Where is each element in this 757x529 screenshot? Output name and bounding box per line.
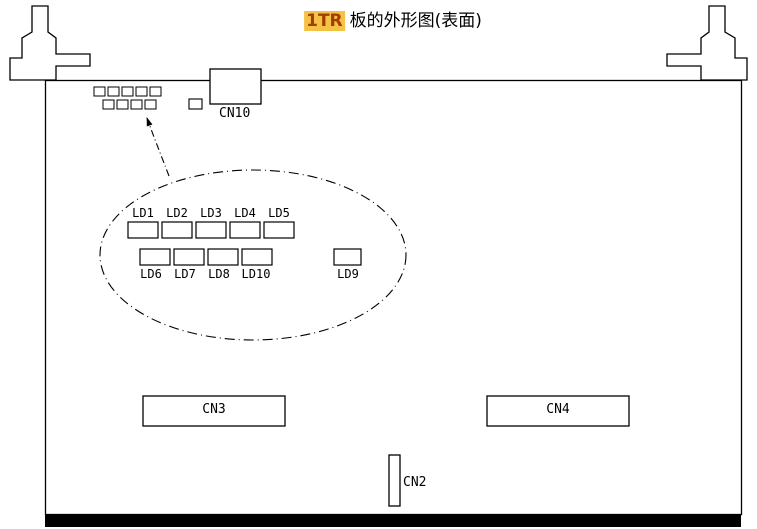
zoom-arrow: [146, 117, 170, 177]
dip-block: [130, 99, 143, 110]
bottom-edge-connector: [45, 514, 741, 527]
led-ld2: [161, 221, 193, 239]
board-outline: [44, 79, 743, 516]
led-ld10: [241, 248, 273, 266]
right-ejector-bracket: [666, 5, 748, 81]
cn2-connector: [388, 454, 401, 507]
led-ld7: [173, 248, 205, 266]
dip-block: [93, 86, 106, 97]
led-label-ld7: LD7: [174, 267, 196, 281]
led-label-ld8: LD8: [208, 267, 230, 281]
led-ld9: [333, 248, 362, 266]
led-ld4: [229, 221, 261, 239]
dip-block: [116, 99, 129, 110]
dip-block: [121, 86, 134, 97]
led-zoom-ellipse: [99, 169, 407, 341]
led-ld3: [195, 221, 227, 239]
cn3-label: CN3: [202, 402, 226, 417]
led-ld6: [139, 248, 171, 266]
led-label-ld10: LD10: [241, 267, 271, 281]
dip-block: [144, 99, 157, 110]
led-ld5: [263, 221, 295, 239]
cn3-connector: [142, 395, 286, 427]
title-highlight: 1TR: [304, 11, 345, 31]
dip-block: [149, 86, 162, 97]
led-label-ld2: LD2: [166, 206, 188, 220]
title-rest: 板的外形图(表面): [349, 11, 482, 31]
dip-block: [135, 86, 148, 97]
led-ld8: [207, 248, 239, 266]
cn10-side-block: [188, 98, 203, 110]
cn4-connector: [486, 395, 630, 427]
led-label-ld9: LD9: [337, 267, 359, 281]
led-label-ld4: LD4: [234, 206, 256, 220]
dip-block: [107, 86, 120, 97]
left-ejector-bracket: [9, 5, 91, 81]
led-label-ld5: LD5: [268, 206, 290, 220]
led-label-ld6: LD6: [140, 267, 162, 281]
cn2-label: CN2: [403, 475, 427, 490]
led-label-ld1: LD1: [132, 206, 154, 220]
led-ld1: [127, 221, 159, 239]
cn10-label: CN10: [219, 106, 251, 121]
cn4-label: CN4: [546, 402, 570, 417]
led-label-ld3: LD3: [200, 206, 222, 220]
dip-block: [102, 99, 115, 110]
cn10-connector: [209, 68, 262, 105]
